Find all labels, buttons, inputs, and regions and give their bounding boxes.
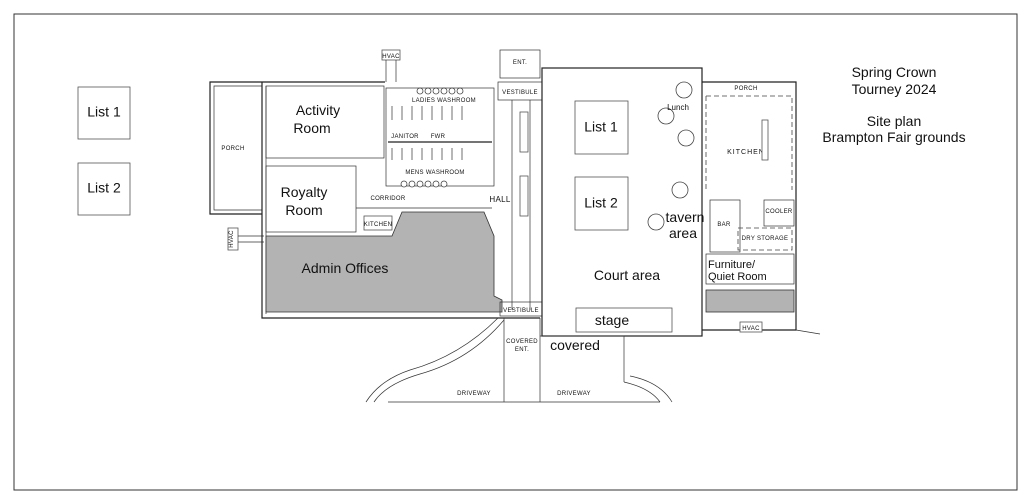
court-list1-label: List 1 — [584, 119, 618, 135]
title-line1: Spring Crown — [852, 64, 937, 80]
bar-label: BAR — [717, 222, 731, 228]
fwr-label: FWR — [431, 134, 446, 140]
furniture-label-1: Furniture/ — [708, 259, 756, 271]
royalty-room-label-1: Royalty — [281, 184, 328, 200]
lunch-label: Lunch — [667, 103, 689, 112]
covered-label: covered — [550, 337, 600, 353]
driveway-left-label: DRIVEWAY — [457, 391, 491, 397]
legend-list2-box — [77, 162, 131, 216]
mens-sinks — [400, 180, 448, 188]
activity-room — [265, 85, 385, 159]
covered-entrance: COVERED ENT. covered — [388, 318, 660, 403]
furniture-quiet-room — [705, 253, 795, 285]
activity-room-label-1: Activity — [296, 102, 340, 118]
hvac-bottom-unit — [739, 321, 763, 333]
porch-left: PORCH — [209, 81, 262, 215]
grey-storage-area — [705, 289, 795, 313]
tavern-label-1: tavern — [666, 209, 705, 225]
corridor-label: CORRIDOR — [370, 196, 405, 202]
kitchen-label: KITCHEN — [727, 149, 765, 156]
ladies-washroom-label: LADIES WASHROOM — [412, 98, 476, 104]
driveway: DRIVEWAY DRIVEWAY — [365, 317, 673, 403]
court-area-label: Court area — [594, 267, 660, 283]
court-list1-box — [574, 100, 629, 155]
legend-list1-box — [77, 86, 131, 140]
small-kitchen-label: KITCHEN — [364, 222, 392, 228]
cooler-room — [763, 199, 795, 227]
legend-list2-label: List 2 — [87, 180, 121, 196]
furniture-label-2: Quiet Room — [708, 271, 767, 283]
hall-label: HALL — [489, 195, 510, 204]
stage-label: stage — [595, 312, 629, 328]
entrance-top-label: ENT. — [513, 60, 527, 66]
dry-storage-label: DRY STORAGE — [742, 236, 789, 242]
mens-washroom-label: MENS WASHROOM — [405, 170, 464, 176]
hvac-left-label: HVAC — [229, 230, 235, 248]
hvac-top-label: HVAC — [382, 54, 400, 60]
covered-ent-label-2: ENT. — [515, 347, 529, 353]
activity-room-label-2: Room — [293, 120, 330, 136]
title-block: Spring Crown Tourney 2024 Site plan Bram… — [822, 64, 965, 145]
page-frame — [13, 13, 1018, 491]
janitor-label: JANITOR — [391, 134, 419, 140]
porch-right-label: PORCH — [734, 86, 757, 92]
round-tables — [647, 81, 695, 231]
title-line3: Site plan — [867, 113, 921, 129]
dry-storage-room — [737, 227, 793, 251]
admin-offices-label: Admin Offices — [302, 260, 389, 276]
title-line2: Tourney 2024 — [852, 81, 937, 97]
court-list2-box — [574, 176, 629, 231]
hvac-left-unit — [227, 227, 239, 251]
covered-ent-label-1: COVERED — [506, 339, 538, 345]
royalty-room — [265, 165, 357, 233]
royalty-room-label-2: Room — [285, 202, 322, 218]
hvac-top-unit — [381, 49, 401, 61]
washroom-block — [385, 87, 495, 187]
kitchen-wing: PORCH KITCHEN BAR COOLER DRY STORAGE Fur… — [702, 81, 821, 335]
cooler-label: COOLER — [765, 209, 793, 215]
bar-area — [709, 199, 741, 253]
court-list2-label: List 2 — [584, 195, 618, 211]
admin-offices — [265, 211, 503, 313]
tavern-label-2: area — [669, 225, 697, 241]
title-line4: Brampton Fair grounds — [822, 129, 965, 145]
small-kitchen — [363, 215, 393, 231]
vestibule-top-label: VESTIBULE — [502, 90, 538, 96]
hvac-bottom-label: HVAC — [742, 326, 760, 332]
entrance-top — [499, 49, 541, 79]
legend-list1-label: List 1 — [87, 104, 121, 120]
stage-box — [575, 307, 673, 333]
vestibule-bottom-label: VESTIBULE — [503, 308, 539, 314]
driveway-right-label: DRIVEWAY — [557, 391, 591, 397]
porch-left-label: PORCH — [221, 146, 244, 152]
ladies-sinks — [416, 87, 464, 95]
east-hall: List 1 List 2 Court area stage Lunch tav… — [541, 67, 705, 337]
west-wing: Activity Room Royalty Room CORRIDOR KITC… — [261, 49, 543, 319]
